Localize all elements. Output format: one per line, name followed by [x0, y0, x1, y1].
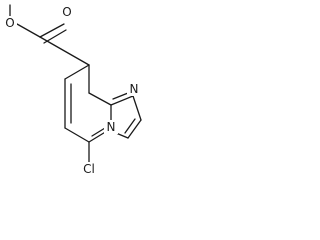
carbonyl-oxygen-bg: [60, 5, 74, 19]
bond-carbonyl-double-1: [39, 23, 65, 38]
molecule-structure: O O N N Cl: [3, 4, 142, 176]
bridgehead-nitrogen-label: N: [107, 120, 116, 134]
chlorine-bg: [79, 162, 99, 176]
bond-c8a-n1: [110, 95, 134, 106]
bridgehead-nitrogen-bg: [104, 120, 118, 134]
imidazole-nitrogen-bg: [127, 82, 141, 96]
bond-carbonyl-to-ring: [39, 36, 90, 66]
bond-c8-c7: [64, 64, 90, 80]
bond-c6-c5: [64, 127, 90, 143]
methoxy-oxygen-bg: [3, 16, 17, 30]
bond-c5-n4-inner: [91, 127, 106, 137]
imidazole-nitrogen-label: N: [130, 82, 139, 96]
carbonyl-oxygen-label: O: [62, 5, 71, 19]
bond-n1-c2: [132, 95, 142, 121]
bond-c8a-n1-inner: [112, 92, 129, 100]
bond-c2-c3-inner: [124, 118, 136, 134]
chlorine-label: Cl: [83, 162, 95, 176]
bond-c2-c3: [127, 119, 142, 139]
bond-oxygen-carbonyl-carbon: [16, 23, 41, 38]
bond-c8a-c8-region: [88, 92, 112, 106]
methoxy-oxygen-label: O: [5, 16, 14, 30]
